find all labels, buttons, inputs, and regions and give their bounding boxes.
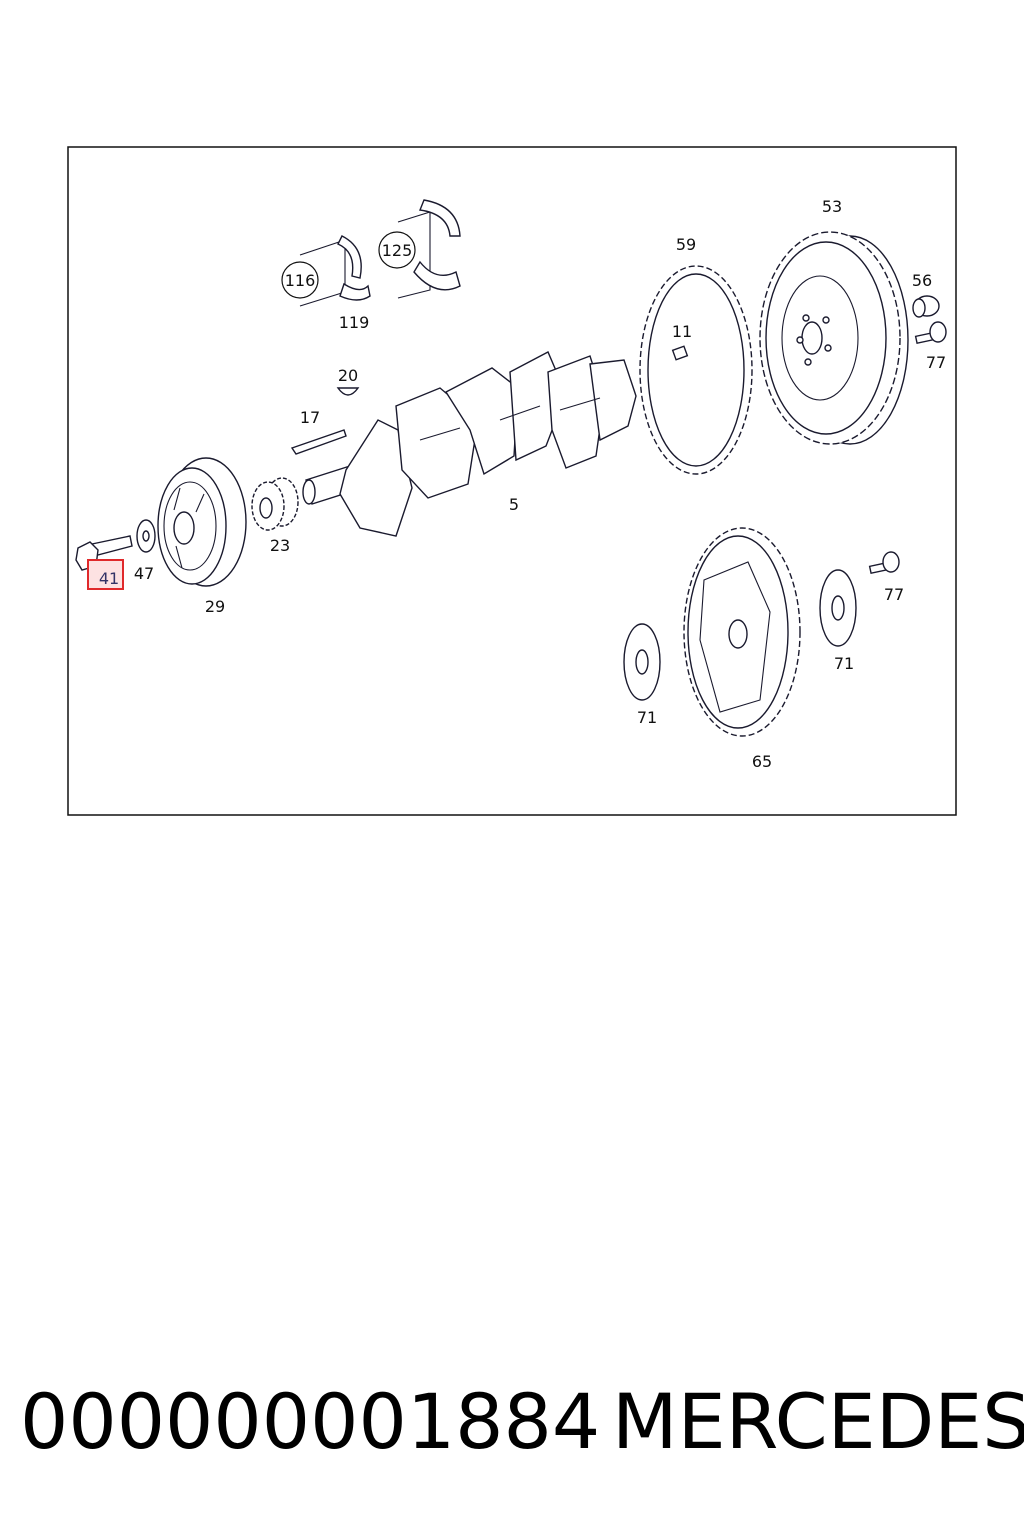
brand-name: MERCEDES: [612, 1377, 1024, 1466]
flywheel-53: [759, 231, 909, 445]
callout-29: 29: [205, 597, 225, 616]
callout-125: 125: [382, 241, 413, 260]
drive-plate-65: [683, 527, 801, 737]
gear-23: [251, 477, 299, 531]
highlight-box-41: [87, 559, 124, 590]
callout-20: 20: [338, 366, 358, 385]
parts-diagram: 116 125 119 20 17 59 53 56 11 77 5 23 29…: [67, 146, 957, 816]
callout-53: 53: [822, 197, 842, 216]
callout-23: 23: [270, 536, 290, 555]
callout-71-left: 71: [637, 708, 657, 727]
pulley-29: [157, 457, 247, 587]
callout-77-lower: 77: [884, 585, 904, 604]
bearing-shells-group: [281, 199, 461, 307]
callout-5: 5: [509, 495, 519, 514]
spacer-17: [290, 429, 347, 455]
flex-plate-59: [639, 265, 753, 475]
callout-56: 56: [912, 271, 932, 290]
callout-11: 11: [672, 322, 692, 341]
bolt-77-lower: [868, 551, 900, 575]
callout-65: 65: [752, 752, 772, 771]
callout-119: 119: [339, 313, 370, 332]
woodruff-key-20: [336, 387, 360, 396]
callout-77-upper: 77: [926, 353, 946, 372]
callout-17: 17: [300, 408, 320, 427]
washer-47: [136, 519, 156, 553]
callout-71-right: 71: [834, 654, 854, 673]
callout-59: 59: [676, 235, 696, 254]
callout-circle-125: [378, 231, 416, 269]
callout-116: 116: [285, 271, 316, 290]
callout-47: 47: [134, 564, 154, 583]
callout-41: 41: [99, 569, 119, 588]
crankshaft-5: [302, 351, 637, 537]
washer-71-right: [819, 569, 857, 647]
dowel-56: [912, 295, 940, 318]
bolt-77-upper: [914, 321, 947, 345]
callout-circle-116: [281, 261, 319, 299]
washer-71-left: [623, 623, 661, 701]
part-number: 000000001884: [20, 1377, 601, 1466]
